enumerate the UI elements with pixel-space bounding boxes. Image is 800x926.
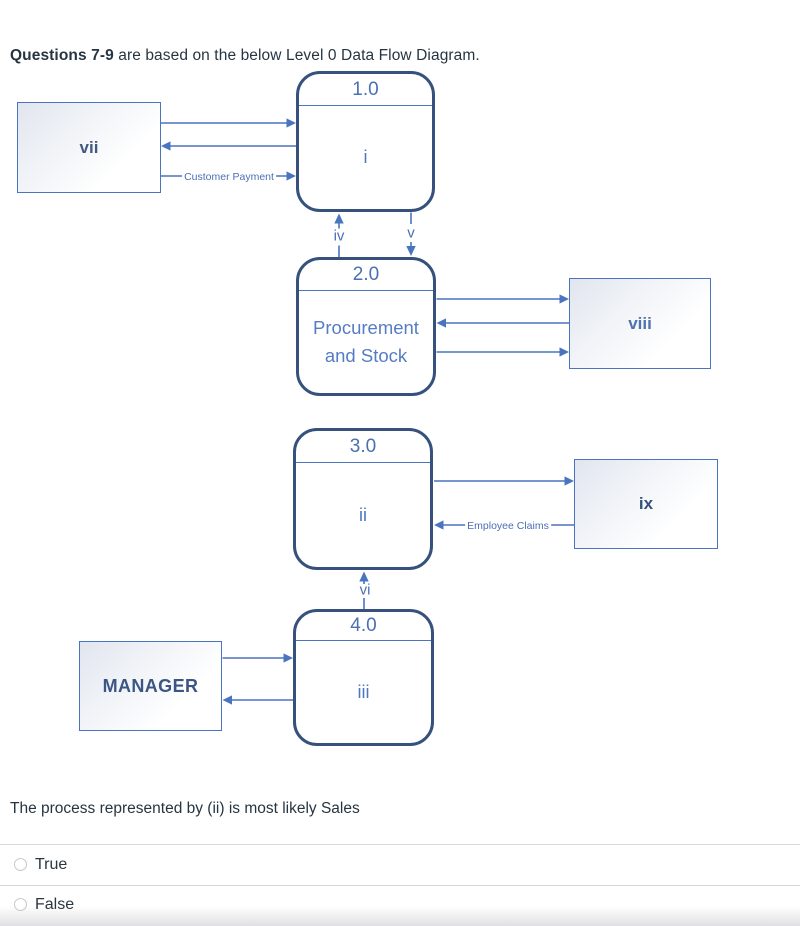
option-true-label[interactable]: True xyxy=(35,856,68,873)
question-range: Questions 7-9 xyxy=(10,46,114,64)
arrow-head xyxy=(286,118,296,128)
question-range-rest: are based on the below Level 0 Data Flow… xyxy=(113,46,480,64)
options-divider-middle xyxy=(0,885,800,886)
flow-label-v: v xyxy=(407,224,415,242)
entity-vii: vii xyxy=(17,102,161,193)
arrow-process2-to-viii-top xyxy=(436,294,569,304)
arrow-head xyxy=(161,141,171,151)
bottom-fade xyxy=(0,906,800,926)
arrow-head xyxy=(283,653,293,663)
arrow-process4-to-manager xyxy=(222,695,293,705)
flow-label-employee-claims: Employee Claims xyxy=(465,520,551,532)
process-4-label: iii xyxy=(357,681,370,702)
entity-vii-label: vii xyxy=(79,137,99,157)
process-3: 3.0 ii xyxy=(293,428,433,570)
process-2: 2.0 Procurement and Stock xyxy=(296,257,436,396)
arrow-viii-to-process2 xyxy=(436,318,569,328)
arrow-head xyxy=(406,246,416,256)
process-1-label: i xyxy=(363,147,368,167)
process-4-number: 4.0 xyxy=(296,612,431,641)
entity-manager-label: MANAGER xyxy=(102,675,199,696)
entity-ix: ix xyxy=(574,459,718,549)
flow-label-iv: iv xyxy=(333,227,345,245)
arrow-vii-to-process1-top xyxy=(161,118,296,128)
arrow-process3-to-ix xyxy=(434,476,574,486)
flow-label-customer-payment: Customer Payment xyxy=(182,171,276,183)
options-divider-top xyxy=(0,844,800,845)
arrow-head xyxy=(334,213,344,224)
arrow-manager-to-process4 xyxy=(222,653,293,663)
process-2-number: 2.0 xyxy=(299,260,433,291)
dfd-diagram: vii viii ix MANAGER 1.0 i 2.0 Procuremen… xyxy=(17,71,718,746)
arrow-head xyxy=(559,294,569,304)
flow-label-vi: vi xyxy=(359,581,371,599)
arrow-process1-to-vii xyxy=(161,141,296,151)
arrow-process2-to-viii-bottom xyxy=(436,347,569,357)
radio-true[interactable] xyxy=(14,858,27,871)
question-text: The process represented by (ii) is most … xyxy=(10,799,360,817)
arrow-head xyxy=(359,571,369,582)
arrow-head xyxy=(222,695,232,705)
entity-manager: MANAGER xyxy=(79,641,222,731)
arrow-head xyxy=(436,318,446,328)
process-1-number: 1.0 xyxy=(299,74,432,106)
radio-false[interactable] xyxy=(14,898,27,911)
arrow-head xyxy=(564,476,574,486)
question-group-header: Questions 7-9 are based on the below Lev… xyxy=(10,47,480,65)
process-3-number: 3.0 xyxy=(296,431,430,463)
arrow-head xyxy=(559,347,569,357)
option-false-label[interactable]: False xyxy=(35,896,75,913)
arrow-head xyxy=(434,520,444,530)
arrow-head xyxy=(286,171,296,181)
entity-viii-label: viii xyxy=(628,313,652,333)
entity-ix-label: ix xyxy=(638,494,654,513)
entity-viii: viii xyxy=(569,278,711,369)
process-1: 1.0 i xyxy=(296,71,435,212)
process-3-label: ii xyxy=(359,504,367,525)
process-4: 4.0 iii xyxy=(293,609,434,746)
process-2-label: Procurement and Stock xyxy=(313,317,419,366)
